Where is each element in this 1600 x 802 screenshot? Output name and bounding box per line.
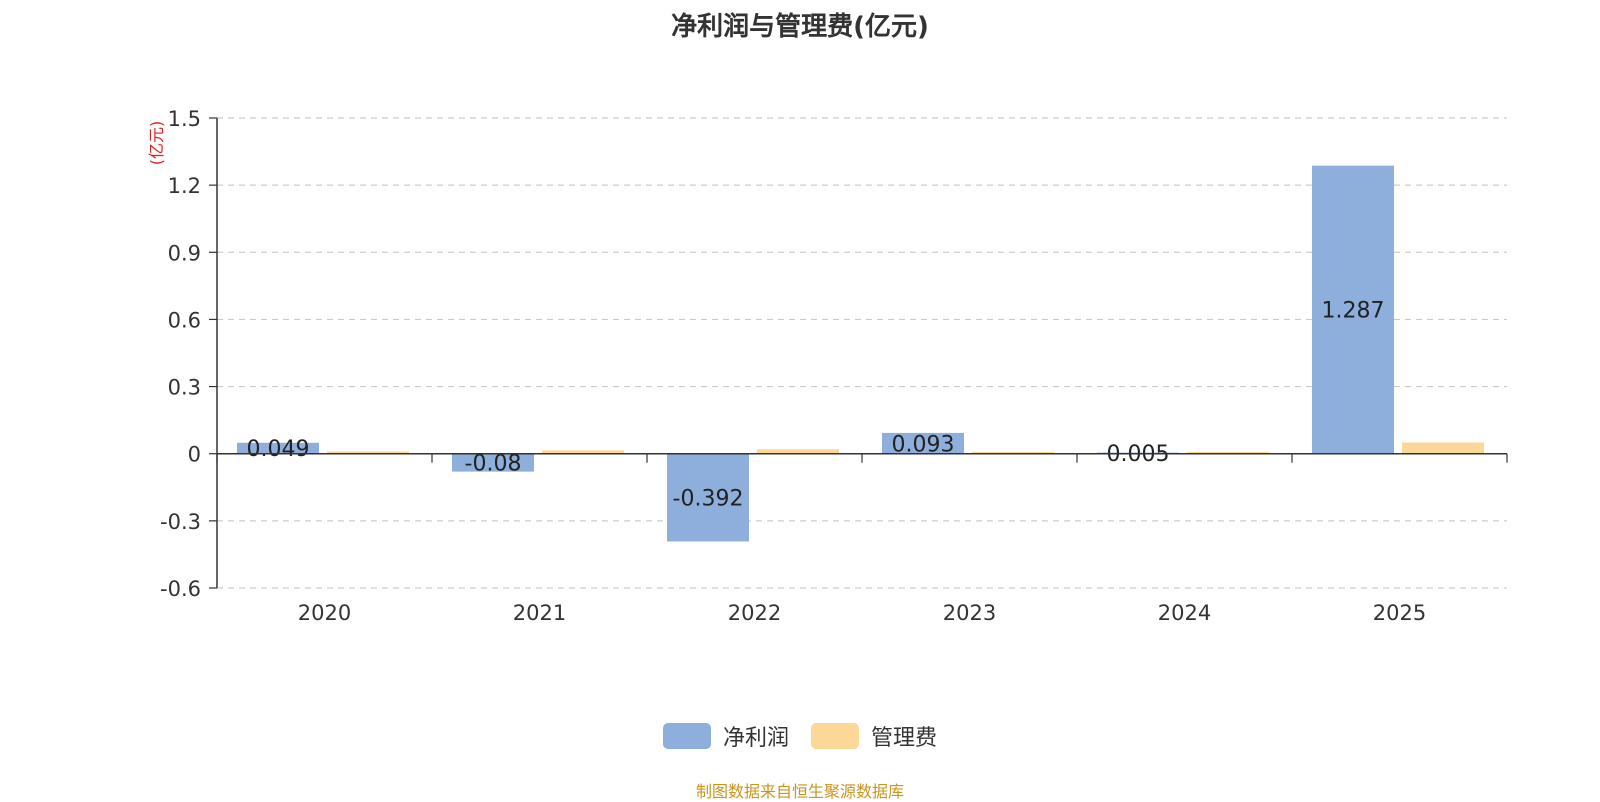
- x-tick-label: 2023: [943, 601, 996, 625]
- y-tick-label: 0.3: [168, 376, 201, 400]
- bar-admin-expense: [542, 450, 624, 454]
- y-tick-label: 0: [188, 443, 201, 467]
- data-label-net-profit: -0.392: [673, 487, 744, 512]
- x-tick-label: 2025: [1373, 601, 1426, 625]
- y-tick-label: 0.6: [168, 308, 201, 332]
- chart-title: 净利润与管理费(亿元): [671, 12, 929, 42]
- legend-swatch-admin-expense: [811, 723, 859, 749]
- data-label-net-profit: 0.005: [1107, 442, 1170, 467]
- data-label-net-profit: 1.287: [1322, 299, 1385, 324]
- legend-item-net-profit[interactable]: 净利润: [662, 720, 789, 752]
- legend: 净利润 管理费: [0, 720, 1600, 752]
- legend-swatch-net-profit: [662, 723, 711, 749]
- bar-net-profit: [237, 442, 319, 454]
- data-label-net-profit: 0.049: [247, 437, 310, 462]
- data-label-net-profit: -0.08: [465, 452, 522, 477]
- y-tick-label: 1.5: [168, 107, 201, 131]
- source-note: 制图数据来自恒生聚源数据库: [695, 782, 904, 801]
- legend-item-admin-expense[interactable]: 管理费: [811, 720, 937, 752]
- bar-admin-expense: [1402, 442, 1484, 454]
- y-tick-label: 1.2: [168, 174, 201, 198]
- x-tick-label: 2024: [1158, 601, 1211, 625]
- y-axis-unit-label: (亿元): [147, 121, 166, 166]
- x-tick-label: 2021: [513, 601, 566, 625]
- y-tick-label: 0.9: [168, 241, 201, 265]
- bar-admin-expense: [757, 449, 839, 454]
- y-tick-label: -0.3: [160, 510, 201, 534]
- legend-label-net-profit: 净利润: [722, 726, 789, 751]
- bar-net-profit: [452, 453, 534, 472]
- legend-label-admin-expense: 管理费: [871, 726, 938, 751]
- bar-net-profit: [1312, 165, 1394, 454]
- bar-admin-expense: [1187, 451, 1269, 454]
- x-tick-label: 2022: [728, 601, 781, 625]
- x-tick-label: 2020: [298, 601, 351, 625]
- bar-admin-expense: [327, 451, 409, 454]
- bar-net-profit: [667, 453, 749, 542]
- bar-net-profit: [882, 432, 964, 454]
- bar-admin-expense: [972, 451, 1054, 454]
- y-tick-label: -0.6: [160, 577, 201, 601]
